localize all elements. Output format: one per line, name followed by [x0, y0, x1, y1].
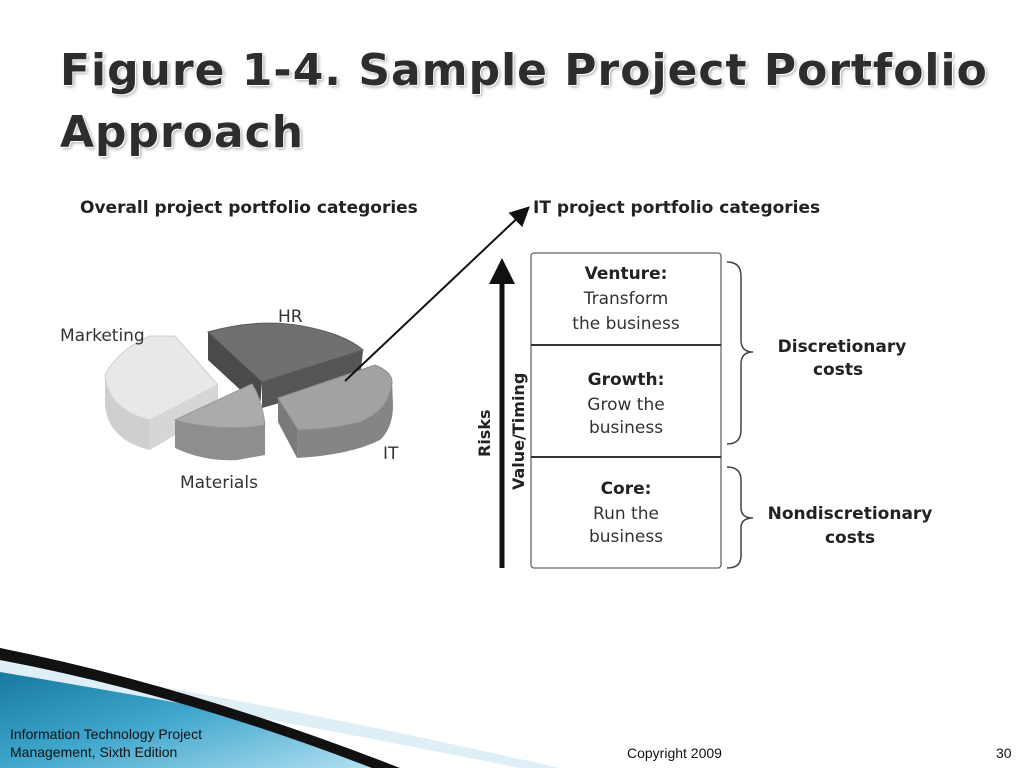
- axis-label-risks: Risks: [475, 410, 494, 458]
- growth-title: Growth:: [588, 370, 665, 390]
- nondiscretionary-label-line2: costs: [825, 528, 875, 548]
- venture-title: Venture:: [585, 264, 668, 284]
- category-box-growth: Growth: Grow the business: [587, 370, 664, 438]
- pie-slice-it: [277, 364, 393, 458]
- venture-line2: the business: [572, 314, 680, 334]
- footer-book-line2: Management, Sixth Edition: [10, 744, 178, 760]
- nondiscretionary-brace: [726, 466, 754, 569]
- connector-arrow: [344, 206, 530, 382]
- category-stack-frame: [530, 252, 722, 569]
- core-title: Core:: [601, 479, 652, 499]
- venture-line1: Transform: [583, 289, 669, 309]
- discretionary-label-line1: Discretionary: [778, 337, 907, 357]
- footer-copyright: Copyright 2009: [627, 745, 722, 761]
- pie-label-it: IT: [383, 444, 399, 464]
- slide-title-line2: Approach: [60, 107, 305, 158]
- core-line1: Run the: [593, 504, 659, 524]
- slide-title: Figure 1-4. Sample Project Portfolio App…: [60, 40, 1000, 164]
- axis-arrowhead: [489, 258, 515, 284]
- portfolio-pie: [104, 322, 393, 461]
- discretionary-brace: [726, 261, 754, 445]
- growth-line1: Grow the: [587, 395, 664, 415]
- axis-label-value-timing: Value/Timing: [509, 373, 528, 490]
- pie-label-marketing: Marketing: [60, 326, 145, 346]
- pie-slice-materials: [173, 383, 266, 461]
- slide-number: 30: [996, 745, 1012, 761]
- footer-book-title: Information Technology Project Managemen…: [10, 725, 270, 761]
- right-heading: IT project portfolio categories: [533, 198, 820, 218]
- category-box-venture: Venture: Transform the business: [572, 264, 680, 334]
- pie-label-hr: HR: [278, 307, 303, 327]
- pie-label-materials: Materials: [180, 473, 258, 493]
- slide-title-line1: Figure 1-4. Sample Project Portfolio: [60, 45, 988, 96]
- footer-book-line1: Information Technology Project: [10, 726, 202, 742]
- left-heading: Overall project portfolio categories: [80, 198, 418, 218]
- core-line2: business: [589, 527, 663, 547]
- discretionary-label-line2: costs: [813, 360, 863, 380]
- growth-line2: business: [589, 418, 663, 438]
- footer-decoration: [0, 648, 560, 768]
- category-box-core: Core: Run the business: [589, 479, 663, 547]
- risk-value-axis: [489, 258, 515, 568]
- nondiscretionary-label-line1: Nondiscretionary: [768, 504, 933, 524]
